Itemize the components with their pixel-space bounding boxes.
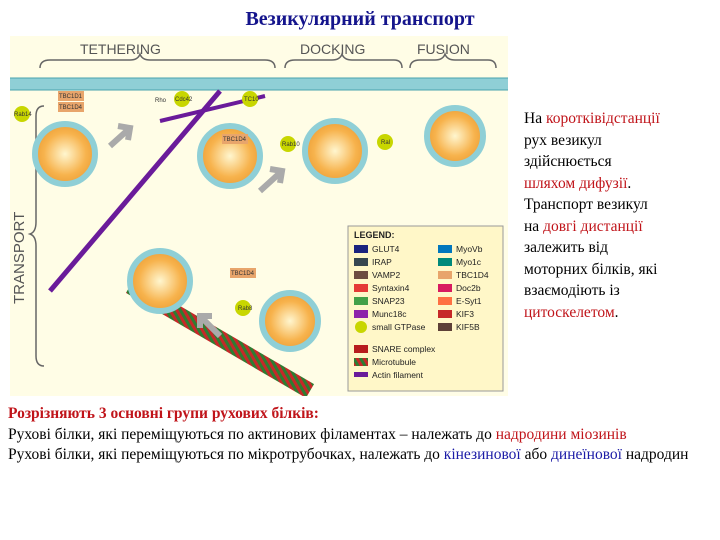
side-text-6-red: довгі дистанції	[543, 218, 643, 235]
glut4-swatch	[354, 245, 368, 253]
side-text-9: взаємодіють із	[524, 280, 710, 302]
syntaxin4-swatch	[354, 284, 368, 292]
tbc1d4-swatch	[438, 271, 452, 279]
side-text-6: на	[524, 218, 539, 235]
stage-label-tethering: TETHERING	[80, 41, 161, 57]
side-text-4-red: шляхом дифузії	[524, 175, 627, 192]
legend-item: SNAP23	[372, 296, 405, 306]
label-rab8: Rab8	[238, 306, 253, 312]
legend-item: IRAP	[372, 257, 392, 267]
label-tbc1d4b: TBC1D4	[223, 137, 247, 143]
bottom-paragraph-1: Рухові білки, які переміщуються по актин…	[8, 425, 714, 446]
side-text-5: Транспорт везикул	[524, 194, 710, 216]
legend-title: LEGEND:	[354, 230, 395, 240]
vesicle-6	[262, 293, 318, 349]
actin-swatch	[354, 372, 368, 377]
legend-item: E-Syt1	[456, 296, 482, 306]
vamp2-swatch	[354, 271, 368, 279]
legend-item: small GTPase	[372, 322, 426, 332]
vesicle-4	[305, 121, 365, 181]
legend-item: SNARE complex	[372, 344, 436, 354]
legend-item: KIF3	[456, 309, 474, 319]
doc2b-swatch	[438, 284, 452, 292]
esyt1-swatch	[438, 297, 452, 305]
bottom-p2-text-b: або	[525, 446, 548, 463]
myovb-swatch	[438, 245, 452, 253]
bottom-paragraph-2: Рухові білки, які переміщуються по мікро…	[8, 445, 714, 466]
legend-item: VAMP2	[372, 270, 400, 280]
side-text-1-red: коротківідстанції	[546, 110, 660, 127]
label-rab10: Rab10	[282, 142, 300, 148]
page-title: Везикулярний транспорт	[0, 8, 720, 31]
snap23-swatch	[354, 297, 368, 305]
kif3-swatch	[438, 310, 452, 318]
bottom-p2-text-c: надродин	[626, 446, 689, 463]
transport-side-label: TRANSPORT	[11, 212, 28, 304]
legend-item: TBC1D4	[456, 270, 489, 280]
side-text-4-end: .	[627, 175, 631, 192]
label-tc10: TC10	[244, 97, 259, 103]
kif5b-swatch	[438, 323, 452, 331]
munc18c-swatch	[354, 310, 368, 318]
label-tbc1d1: TBC1D1	[59, 94, 83, 100]
side-text-7: залежить від	[524, 237, 710, 259]
label-ral: Ral	[381, 140, 390, 146]
stage-label-fusion: FUSION	[417, 41, 470, 57]
snare-swatch	[354, 345, 368, 353]
microtubule-swatch	[354, 358, 368, 366]
bottom-p2-blue2: динеїнової	[551, 446, 622, 463]
side-text: На коротківідстанції рух везикул здійсню…	[524, 108, 710, 323]
side-text-2: рух везикул	[524, 130, 710, 152]
legend-item: Munc18c	[372, 309, 407, 319]
bottom-text: Розрізняють 3 основні групи рухових білк…	[8, 404, 714, 466]
legend-item: Actin filament	[372, 370, 424, 380]
vesicle-1	[35, 124, 95, 184]
legend-item: KIF5B	[456, 322, 480, 332]
vesicle-transport-figure: TETHERING DOCKING FUSION TRANSPORT Rab14…	[10, 36, 508, 396]
vesicle-2	[130, 251, 190, 311]
legend-item: Microtubule	[372, 357, 416, 367]
legend-item: Doc2b	[456, 283, 481, 293]
side-text-10-red: цитоскелетом	[524, 304, 615, 321]
bottom-p1-text: Рухові білки, які переміщуються по актин…	[8, 426, 492, 443]
bottom-heading: Розрізняють 3 основні групи рухових білк…	[8, 404, 714, 425]
irap-swatch	[354, 258, 368, 266]
bottom-p1-red: надродини міозинів	[496, 426, 627, 443]
legend-item: Myo1c	[456, 257, 482, 267]
stage-label-docking: DOCKING	[300, 41, 365, 57]
gtpase-swatch	[355, 321, 367, 333]
vesicle-5	[427, 108, 483, 164]
label-tbc1d4c: TBC1D4	[231, 271, 255, 277]
myo1c-swatch	[438, 258, 452, 266]
side-text-10-end: .	[615, 304, 619, 321]
bottom-p2-blue1: кінезинової	[444, 446, 521, 463]
label-cdc42: Cdc42	[175, 97, 193, 103]
side-text-1: На	[524, 110, 542, 127]
side-text-3: здійснюється	[524, 151, 710, 173]
bottom-p2-text: Рухові білки, які переміщуються по мікро…	[8, 446, 440, 463]
legend-item: GLUT4	[372, 244, 400, 254]
label-rho: Rho	[155, 98, 167, 104]
legend-item: MyoVb	[456, 244, 483, 254]
label-rab14: Rab14	[14, 112, 32, 118]
side-text-8: моторних білків, які	[524, 259, 710, 281]
legend-item: Syntaxin4	[372, 283, 410, 293]
label-tbc1d4: TBC1D4	[59, 105, 83, 111]
